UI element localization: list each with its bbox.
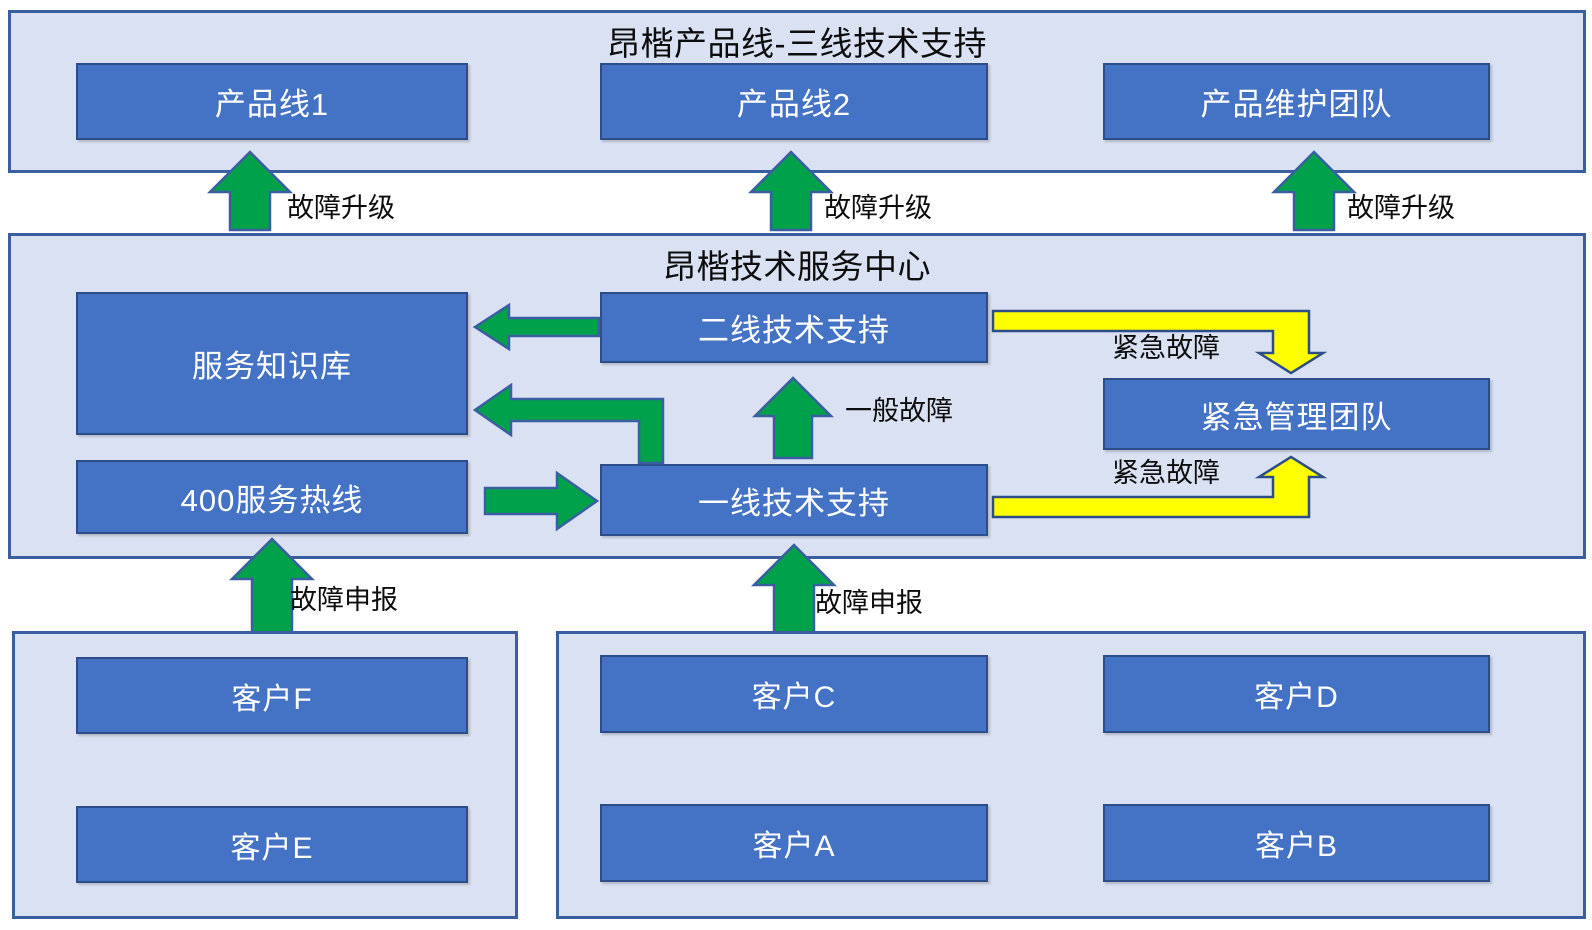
label-escalation-3: 故障升级 — [1347, 193, 1455, 223]
node-customer-b-label: 客户B — [1254, 830, 1338, 863]
label-general-fault: 一般故障 — [845, 396, 953, 426]
node-customer-f-label: 客户F — [231, 682, 313, 716]
label-fault-report-right: 故障申报 — [815, 588, 923, 618]
label-escalation-2: 故障升级 — [824, 193, 932, 223]
node-product-maintenance-team-label: 产品维护团队 — [1200, 87, 1393, 122]
label-urgent-fault-top: 紧急故障 — [1112, 333, 1220, 363]
node-product-line-2[interactable]: 产品线2 — [600, 63, 988, 140]
node-customer-a-label: 客户A — [752, 830, 836, 863]
node-second-line-support-label: 二线技术支持 — [698, 313, 890, 348]
node-first-line-support-label: 一线技术支持 — [698, 485, 890, 521]
label-urgent-fault-bottom: 紧急故障 — [1112, 458, 1220, 488]
node-customer-a[interactable]: 客户A — [600, 804, 988, 882]
node-customer-e-label: 客户E — [230, 831, 314, 865]
node-customer-c-label: 客户C — [751, 681, 837, 714]
node-service-knowledge-base[interactable]: 服务知识库 — [76, 292, 468, 435]
node-product-line-1[interactable]: 产品线1 — [76, 63, 468, 140]
node-product-line-2-label: 产品线2 — [736, 87, 852, 122]
node-first-line-support[interactable]: 一线技术支持 — [600, 464, 988, 536]
node-second-line-support[interactable]: 二线技术支持 — [600, 292, 988, 363]
node-customer-c[interactable]: 客户C — [600, 655, 988, 733]
node-hotline-400[interactable]: 400服务热线 — [76, 460, 468, 534]
node-customer-f[interactable]: 客户F — [76, 657, 468, 734]
node-hotline-400-label: 400服务热线 — [180, 482, 364, 518]
node-product-maintenance-team[interactable]: 产品维护团队 — [1103, 63, 1490, 140]
group-product-line-title: 昂楷产品线-三线技术支持 — [607, 25, 987, 62]
node-customer-d[interactable]: 客户D — [1103, 655, 1490, 733]
node-customer-b[interactable]: 客户B — [1103, 804, 1490, 882]
node-emergency-management-team-label: 紧急管理团队 — [1200, 399, 1393, 435]
node-customer-d-label: 客户D — [1254, 681, 1339, 714]
node-service-knowledge-base-label: 服务知识库 — [192, 349, 352, 384]
group-service-center-title: 昂楷技术服务中心 — [663, 248, 931, 285]
node-product-line-1-label: 产品线1 — [214, 87, 330, 122]
node-customer-e[interactable]: 客户E — [76, 806, 468, 883]
label-escalation-1: 故障升级 — [287, 193, 395, 223]
label-fault-report-left: 故障申报 — [290, 585, 398, 615]
node-emergency-management-team[interactable]: 紧急管理团队 — [1103, 378, 1490, 450]
